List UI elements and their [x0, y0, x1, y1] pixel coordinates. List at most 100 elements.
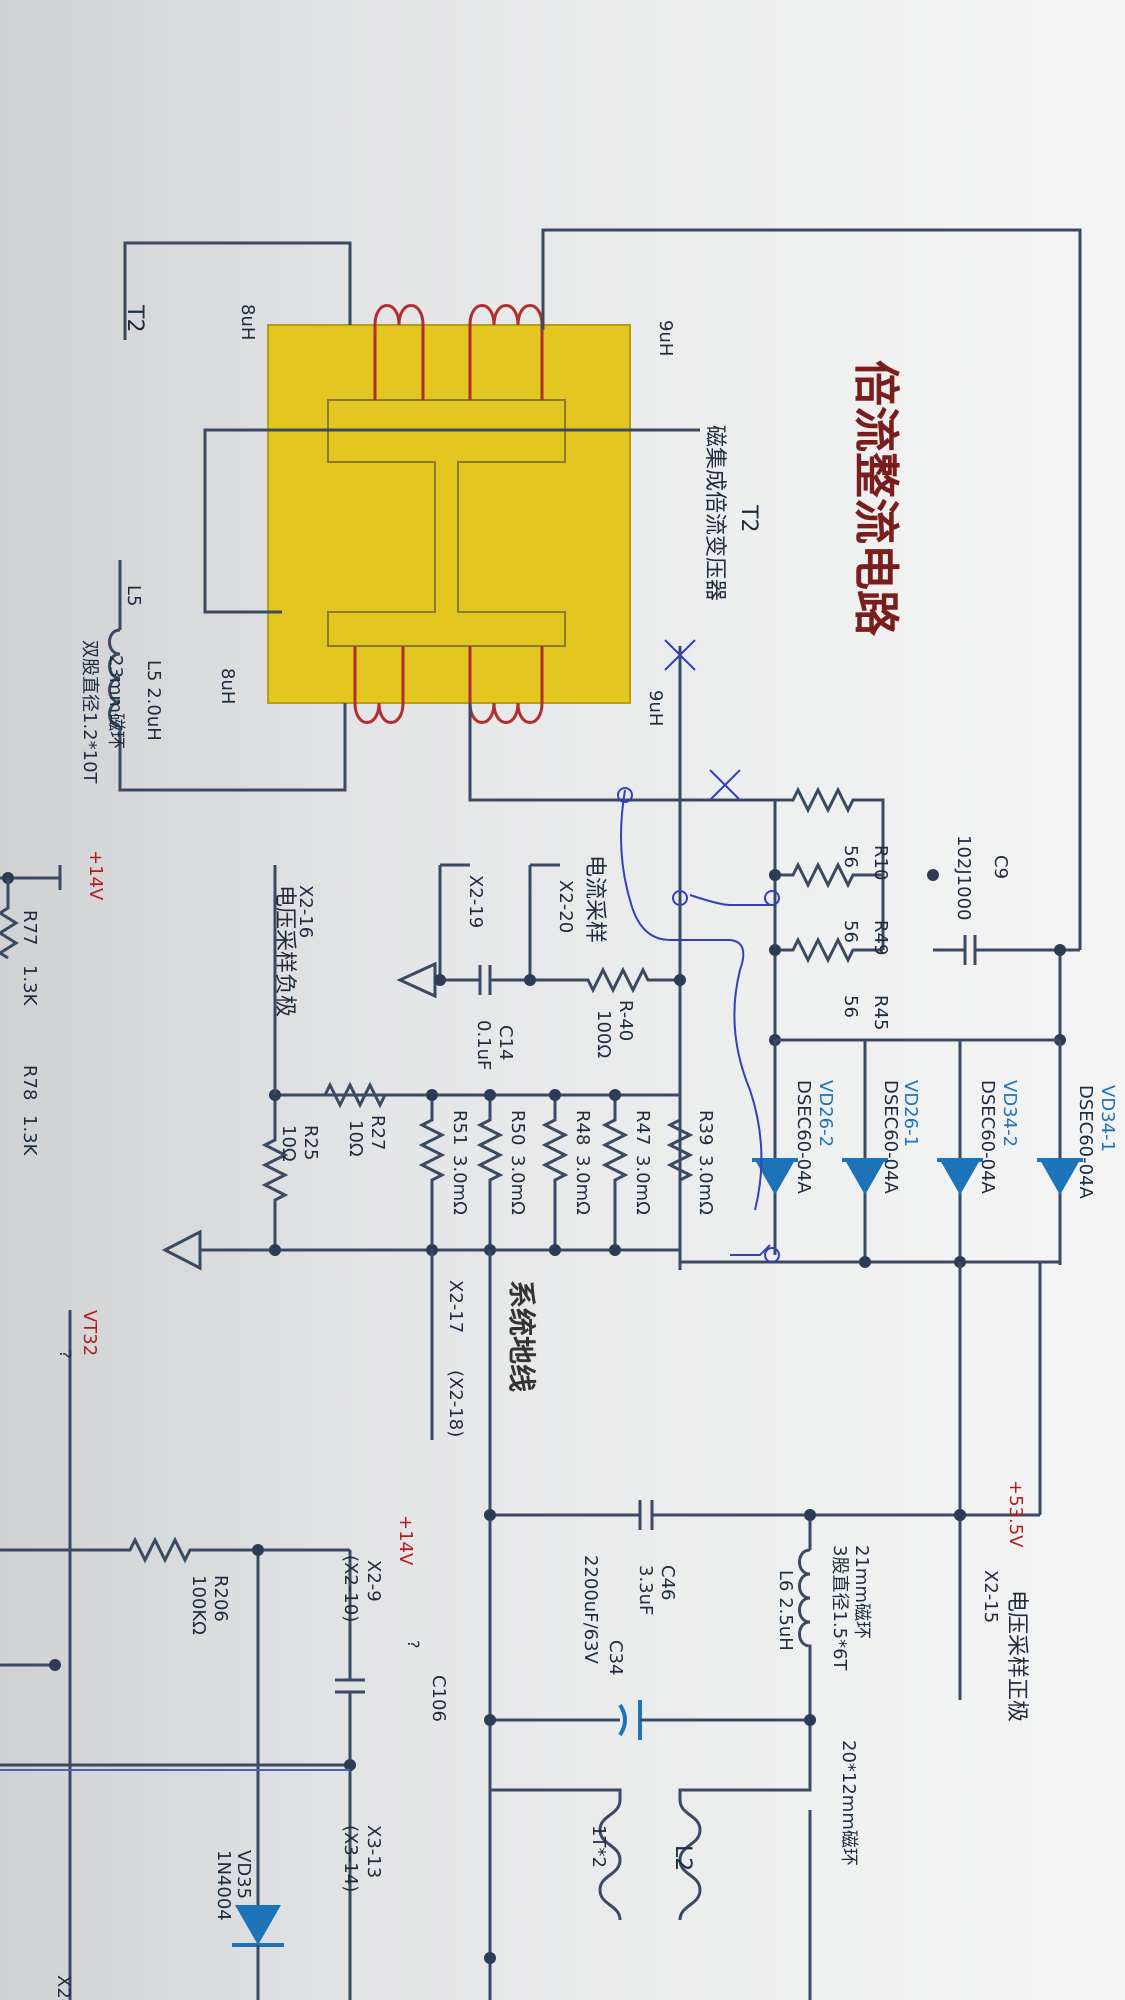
- svg-text:DSEC60-04A: DSEC60-04A: [977, 1080, 998, 1195]
- output-filter: C46 3.3uF C34 2200uF/63V L6 2.5uH 21mm磁环…: [484, 1262, 1040, 2000]
- shunt-resistors: R39 3.0mΩ R47 3.0mΩ R48 3.0mΩ R50 3.0mΩ …: [161, 865, 716, 1950]
- svg-text:R51: R51: [449, 1110, 470, 1145]
- primary-winding-loop: [203, 428, 700, 614]
- svg-text:0.1uF: 0.1uF: [473, 1020, 494, 1070]
- svg-text:21mm磁环: 21mm磁环: [851, 1545, 872, 1639]
- svg-text:R50: R50: [507, 1110, 528, 1145]
- svg-text:L6 2.5uH: L6 2.5uH: [775, 1570, 796, 1651]
- svg-text:C14: C14: [495, 1025, 516, 1060]
- svg-text:1.3K: 1.3K: [19, 965, 40, 1007]
- svg-text:56: 56: [840, 920, 861, 943]
- svg-text:+14V: +14V: [395, 1515, 416, 1566]
- svg-text:VD26-2: VD26-2: [815, 1080, 836, 1147]
- svg-text:3.0mΩ: 3.0mΩ: [507, 1155, 528, 1215]
- page-title: 倍流整流电路: [849, 360, 903, 637]
- ind-bl-label: 8uH: [217, 668, 238, 704]
- svg-text:R25: R25: [300, 1125, 321, 1160]
- svg-text:20*12mm磁环: 20*12mm磁环: [838, 1740, 859, 1866]
- svg-text:R78: R78: [19, 1065, 40, 1100]
- snubber-network: R10 56 R49 56 R45 56 C9 102J1000: [769, 786, 1080, 1265]
- svg-text:C46: C46: [657, 1565, 678, 1600]
- svg-text:X2-20: X2-20: [555, 880, 576, 933]
- svg-text:1N4004: 1N4004: [213, 1850, 234, 1921]
- pen-annotations: [617, 639, 780, 1263]
- svg-text:3.0mΩ: 3.0mΩ: [449, 1155, 470, 1215]
- svg-text:R77: R77: [19, 910, 40, 945]
- svg-text:X2-1: X2-1: [53, 1975, 74, 2000]
- left-circuits: +14V R77 1.3K R78 1.3K VT32 ? R206 100KΩ…: [0, 850, 449, 2000]
- svg-text:C34: C34: [605, 1640, 626, 1675]
- svg-text:VD26-1: VD26-1: [900, 1080, 921, 1147]
- lead-br: [468, 703, 775, 802]
- transformer-ref: T2: [736, 504, 761, 532]
- transformer-description: 磁集成倍流变压器: [702, 425, 727, 601]
- svg-text:3股直径1.5*6T: 3股直径1.5*6T: [829, 1545, 850, 1672]
- svg-text:(X2-10): (X2-10): [340, 1555, 361, 1622]
- svg-text:双股直径1.2*10T: 双股直径1.2*10T: [79, 640, 100, 785]
- svg-text:23mm磁环: 23mm磁环: [105, 655, 126, 749]
- svg-text:R206: R206: [210, 1575, 231, 1622]
- svg-text:DSEC60-04A: DSEC60-04A: [793, 1080, 814, 1195]
- svg-text:3.0mΩ: 3.0mΩ: [695, 1155, 716, 1215]
- transformer-t2: T2 8uH 9uH 8uH 9uH T2 磁集成倍流变压器: [118, 228, 1082, 1270]
- core-window-upper: [327, 399, 566, 647]
- svg-text:2200uF/63V: 2200uF/63V: [580, 1555, 601, 1665]
- svg-text:3.3uF: 3.3uF: [635, 1565, 656, 1615]
- svg-text:电流采样: 电流采样: [582, 855, 607, 943]
- svg-text:C9: C9: [990, 855, 1011, 879]
- svg-text:L2: L2: [670, 1845, 695, 1871]
- svg-text:X2-9: X2-9: [363, 1560, 384, 1602]
- ind-tr-label: 9uH: [655, 320, 676, 356]
- ind-br-label: 9uH: [645, 690, 666, 726]
- svg-text:10Ω: 10Ω: [345, 1120, 366, 1157]
- svg-text:VD34-2: VD34-2: [999, 1080, 1020, 1147]
- lead-tl: [123, 241, 352, 340]
- svg-text:+53.5V: +53.5V: [1005, 1480, 1026, 1548]
- svg-text:L5: L5: [123, 585, 144, 606]
- svg-text:+14V: +14V: [85, 850, 106, 901]
- svg-text:电压采样正极: 电压采样正极: [1004, 1590, 1029, 1722]
- system-ground-label: 系统地线: [505, 1280, 538, 1392]
- svg-text:3.0mΩ: 3.0mΩ: [632, 1155, 653, 1215]
- coils: [353, 304, 544, 724]
- svg-text:C106: C106: [428, 1675, 449, 1722]
- svg-text:X3-13: X3-13: [363, 1825, 384, 1878]
- svg-text:R39: R39: [695, 1110, 716, 1145]
- svg-text:VT32: VT32: [79, 1310, 100, 1356]
- svg-text:DSEC60-04A: DSEC60-04A: [880, 1080, 901, 1195]
- svg-text:X2-16: X2-16: [295, 885, 316, 938]
- rectifier-diodes: VD34-1 DSEC60-04A VD34-2 DSEC60-04A VD26…: [680, 1038, 1118, 1268]
- svg-text:(X3-14): (X3-14): [340, 1825, 361, 1892]
- svg-text:1.3K: 1.3K: [19, 1115, 40, 1157]
- inductor-l5: L5 L5 2.0uH 23mm磁环 双股直径1.2*10T: [79, 560, 164, 790]
- svg-text:R27: R27: [367, 1115, 388, 1150]
- svg-text:R-40: R-40: [615, 1000, 636, 1041]
- svg-text:R49: R49: [870, 920, 891, 955]
- svg-text:56: 56: [840, 995, 861, 1018]
- svg-text:R47: R47: [632, 1110, 653, 1145]
- output-voltage: +53.5V X2-15 电压采样正极: [954, 1262, 1042, 1722]
- svg-text:100Ω: 100Ω: [593, 1010, 614, 1058]
- svg-text:VD34-1: VD34-1: [1097, 1085, 1118, 1152]
- svg-text:?: ?: [56, 1350, 75, 1359]
- ind-tl-label: 8uH: [237, 304, 258, 340]
- svg-text:R10: R10: [870, 845, 891, 880]
- svg-text:(X2-18): (X2-18): [445, 1370, 466, 1437]
- svg-text:L5 2.0uH: L5 2.0uH: [143, 660, 164, 741]
- t2-top-label: T2: [122, 304, 147, 332]
- svg-text:56: 56: [840, 845, 861, 868]
- svg-text:100KΩ: 100KΩ: [188, 1575, 209, 1635]
- svg-text:?: ?: [404, 1640, 423, 1649]
- current-sense: R-40 100Ω 电流采样 X2-20 X2-19 C14 0.1uF: [396, 855, 686, 1070]
- svg-text:R48: R48: [572, 1110, 593, 1145]
- svg-text:X2-17: X2-17: [445, 1280, 466, 1333]
- svg-text:X2-15: X2-15: [980, 1570, 1001, 1623]
- svg-text:DSEC60-04A: DSEC60-04A: [1075, 1085, 1096, 1200]
- svg-text:X2-19: X2-19: [465, 875, 486, 928]
- svg-text:102J1000: 102J1000: [953, 835, 974, 920]
- svg-text:10Ω: 10Ω: [278, 1125, 299, 1162]
- svg-text:R45: R45: [870, 995, 891, 1030]
- lead-tr: [541, 228, 1082, 950]
